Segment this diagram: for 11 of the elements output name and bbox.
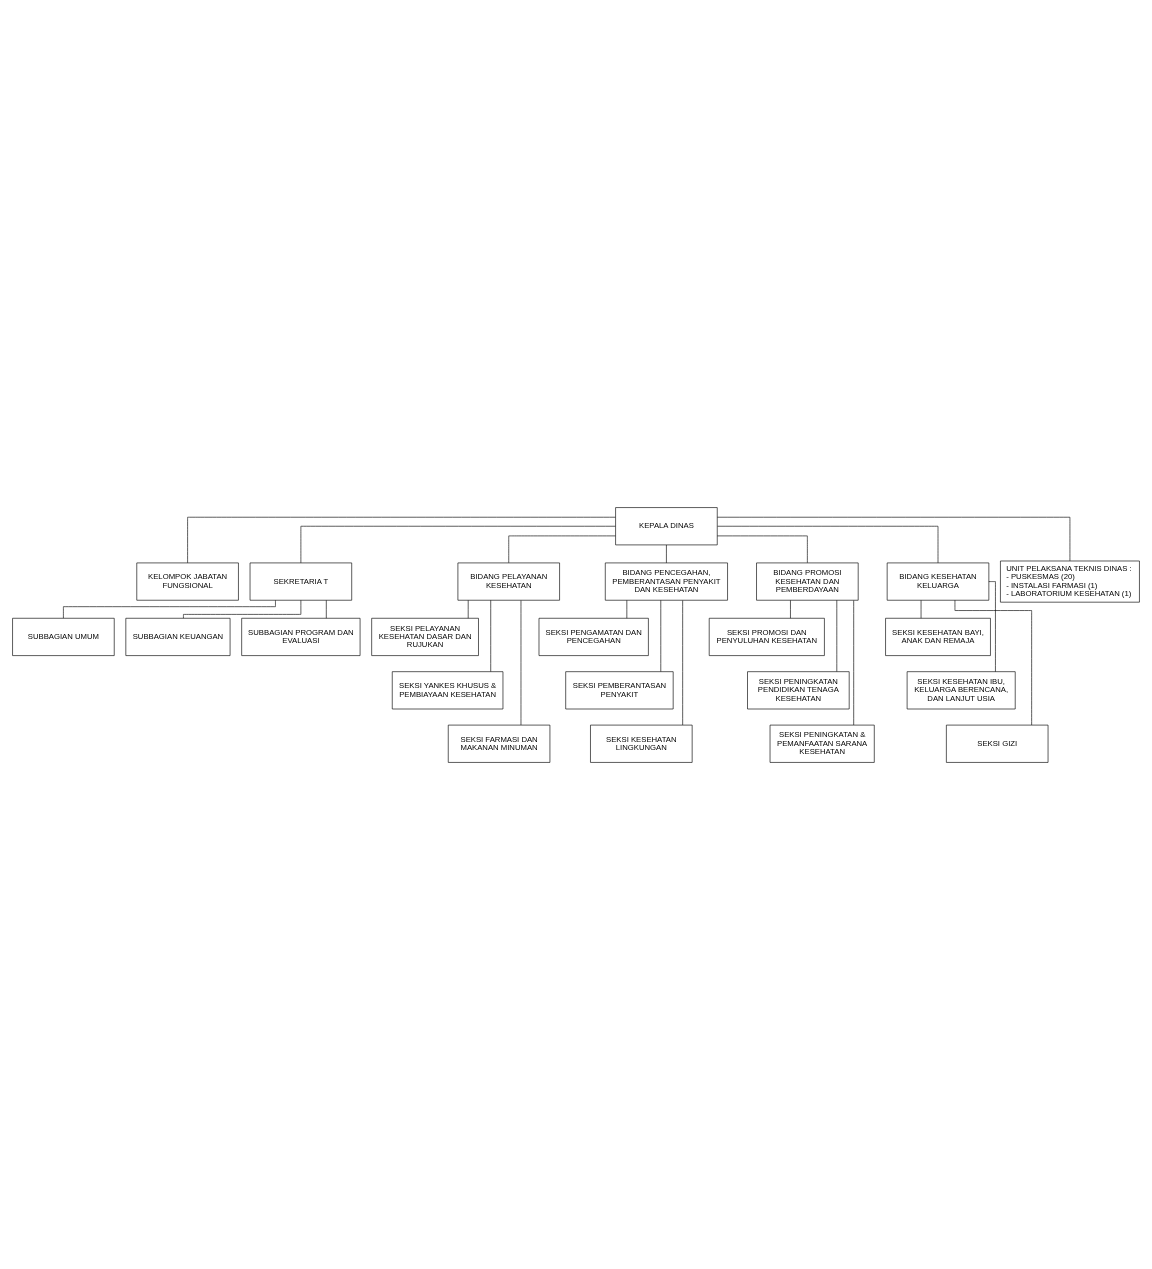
connector xyxy=(63,599,276,618)
connector xyxy=(790,599,791,619)
connector xyxy=(490,599,492,672)
connector xyxy=(508,535,616,563)
connector xyxy=(300,525,616,563)
connector xyxy=(666,544,667,563)
connector xyxy=(988,580,996,672)
connector xyxy=(183,599,302,618)
connector xyxy=(954,599,1032,725)
connector xyxy=(187,516,616,563)
connector xyxy=(326,599,327,619)
